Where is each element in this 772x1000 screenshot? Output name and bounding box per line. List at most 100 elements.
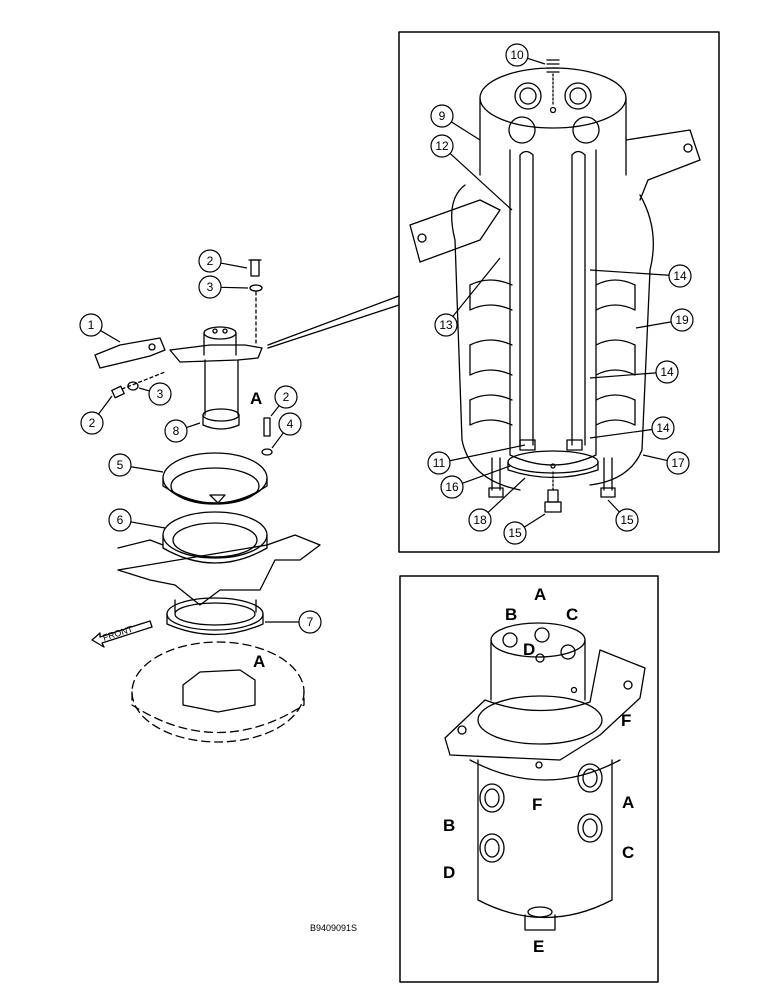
callout-circle [274,385,298,409]
callout-number: 10 [510,48,524,62]
upper-frame-outline [131,641,305,743]
port-label-body-c: C [622,843,634,862]
port-label-body-a: A [622,793,634,812]
callout-circle [148,382,172,406]
callout-circle [79,313,103,337]
callout-circle [503,521,527,545]
callout-leader [487,477,526,513]
callout-c12: 12 [430,134,513,211]
port-label-top-a: A [534,585,546,604]
callout-number: 2 [89,416,96,430]
callout-circle [505,43,529,67]
callout-c1: 1 [79,313,121,343]
callout-number: 3 [207,280,214,294]
callout-number: 15 [508,526,522,540]
callout-number: 15 [620,513,634,527]
bolt-top [250,259,260,277]
frame-plate [117,534,321,606]
callout-leader [462,465,511,484]
callout-leader [449,152,513,211]
callout-leader [138,387,150,392]
ring-6 [162,511,268,559]
callout-circle [651,416,675,440]
callout-circle [468,508,492,532]
port-label-body-f: F [532,795,542,814]
callout-circle [430,104,454,128]
callout-leader [130,466,164,473]
washer-top [249,284,263,292]
callout-circle [655,360,679,384]
callout-circle [670,308,694,332]
callout-leader [449,444,526,462]
swivel-cutaway [409,59,701,513]
callout-leader [220,286,249,289]
callout-circle [440,475,464,499]
callout-leader [270,405,280,417]
callout-number: 14 [660,365,674,379]
callout-leader [452,257,501,317]
callout-c11: 11 [427,444,526,475]
port-detail-frame [399,575,659,983]
callout-number: 7 [307,615,314,629]
port-label-bottom-e: E [533,937,544,956]
callout-circle [666,451,690,475]
callout-number: 17 [671,456,685,470]
callout-number: 6 [117,513,124,527]
port-label-top-b: B [505,605,517,624]
callout-circle [108,453,132,477]
callout-leader [527,57,546,65]
callout-number: 18 [473,513,487,527]
port-label-left-a2: A [253,652,265,671]
callout-c2c: 2 [270,385,298,417]
callout-leader [589,428,653,439]
callout-number: 11 [433,456,446,470]
callout-c7: 7 [265,610,322,634]
callout-leader [523,513,546,528]
callout-leader [635,321,672,329]
callout-leader [98,395,113,415]
callout-c15a: 15 [503,513,546,545]
callout-leader [642,454,668,462]
callout-c10: 10 [505,43,546,67]
callout-number: 4 [287,417,294,431]
callout-c14b: 14 [589,360,679,384]
callout-number: 16 [445,480,459,494]
cutaway-detail-frame [398,31,720,553]
callout-number: 2 [207,254,214,268]
port-label-side-f: F [621,711,631,730]
callout-circle [164,419,188,443]
callout-number: 1 [88,318,95,332]
detail-leader-upper [267,295,400,346]
callout-circle [434,313,458,337]
callout-c9: 9 [430,104,481,141]
callout-c4: 4 [271,412,302,449]
callout-c6: 6 [108,508,166,532]
callout-leader [589,372,657,379]
callout-number: 19 [675,313,689,327]
callout-number: 14 [656,421,670,435]
callout-circle [198,249,222,273]
callout-c13: 13 [434,257,501,337]
callout-number: 2 [283,390,290,404]
callout-c17: 17 [642,451,690,475]
callout-number: 5 [117,458,124,472]
callout-leader [186,422,201,429]
swivel-joint-assembly [91,259,321,743]
callout-c8: 8 [164,419,201,443]
callout-leader [271,432,284,449]
callout-circle [615,508,639,532]
callout-number: 13 [439,318,453,332]
callout-number: 8 [173,424,180,438]
callout-c14a: 14 [589,264,692,288]
callout-c19: 19 [635,308,694,332]
callout-leader [130,521,166,529]
port-label-top-d: D [523,640,535,659]
callout-circle [198,275,222,299]
callout-c2a: 2 [198,249,248,273]
callout-circle [668,264,692,288]
callout-c2b: 2 [80,395,113,435]
port-label-top-c: C [566,605,578,624]
swivel-flange [169,344,263,363]
